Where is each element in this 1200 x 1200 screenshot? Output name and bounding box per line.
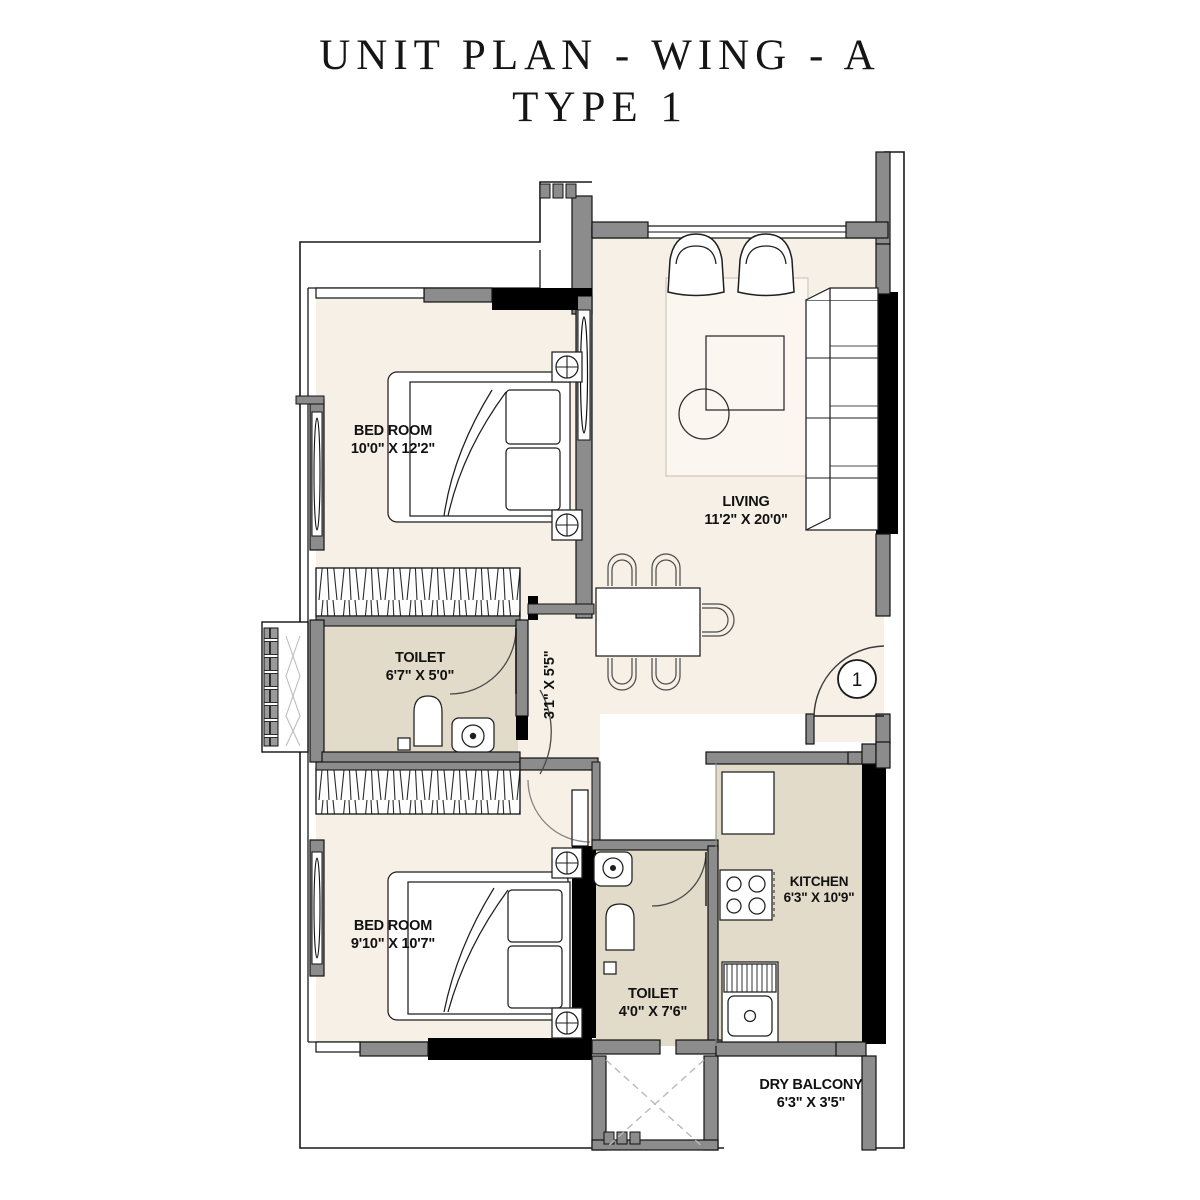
furniture (387, 233, 879, 1149)
armchair-1 (667, 233, 725, 297)
toilet-1-fixtures (397, 695, 495, 753)
bed-2 (387, 871, 571, 1021)
room-dimensions: 6'3" X 3'5" (776, 1094, 846, 1111)
room-dimensions: 6'7" X 5'0" (385, 667, 455, 684)
room-dimensions: 11'2" X 20'0" (704, 511, 788, 528)
room-name: KITCHEN (789, 874, 849, 889)
room-label-toilet-1: TOILET 6'7" X 5'0" (330, 650, 510, 685)
room-name: DRY BALCONY (759, 1077, 863, 1093)
svg-text:1: 1 (852, 670, 863, 691)
entry-door-marker: 1 (837, 659, 877, 699)
bed-1 (387, 371, 571, 523)
room-name: LIVING (722, 494, 770, 510)
room-label-bedroom-1: BED ROOM 10'0" X 12'2" (300, 423, 486, 458)
room-name: BED ROOM (353, 918, 433, 934)
armchair-2 (737, 233, 795, 297)
doors (449, 627, 885, 907)
walls (261, 151, 898, 1151)
room-label-living: LIVING 11'2" X 20'0" (648, 494, 844, 529)
room-label-passage: 3'1" X 5'5" (542, 630, 560, 740)
dining-chairs (607, 553, 735, 691)
room-dimensions: 4'0" X 7'6" (618, 1003, 688, 1020)
room-label-kitchen: KITCHEN 6'3" X 10'9" (730, 874, 908, 907)
room-name: TOILET (627, 986, 679, 1002)
page-title: UNIT PLAN - WING - A TYPE 1 (0, 30, 1200, 135)
room-dimensions: 3'1" X 5'5" (542, 650, 559, 720)
room-label-bedroom-2: BED ROOM 9'10" X 10'7" (300, 918, 486, 953)
room-dimensions: 6'3" X 10'9" (783, 890, 855, 906)
nightstand-1a (551, 351, 583, 383)
title-line-1: UNIT PLAN - WING - A (319, 32, 881, 79)
room-name: BED ROOM (353, 423, 433, 439)
living-rug (665, 277, 809, 477)
title-line-2: TYPE 1 (512, 84, 688, 132)
room-dimensions: 10'0" X 12'2" (350, 440, 436, 457)
nightstand-2b (551, 1007, 583, 1039)
utility-area (605, 1059, 705, 1149)
room-label-toilet-2: TOILET 4'0" X 7'6" (578, 986, 728, 1021)
room-label-dry-balcony: DRY BALCONY 6'3" X 3'5" (696, 1077, 926, 1112)
plan-outline (299, 151, 905, 1149)
nightstand-2a (551, 847, 583, 879)
kitchen-fixtures (715, 758, 779, 1046)
room-name: TOILET (394, 650, 446, 666)
room-dimensions: 9'10" X 10'7" (350, 935, 436, 952)
dining-table (595, 553, 735, 691)
toilet-2-fixtures (593, 851, 635, 975)
sofa (805, 287, 879, 531)
nightstand-1b (551, 509, 583, 541)
